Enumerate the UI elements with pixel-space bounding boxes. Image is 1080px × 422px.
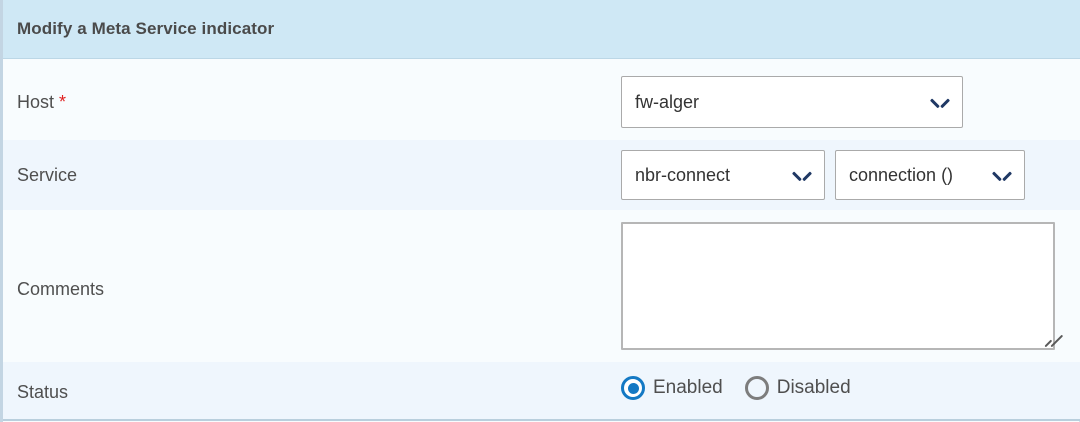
status-label: Status [17,382,69,402]
host-select-value: fw-alger [635,91,700,112]
service-select[interactable]: nbr-connect [621,150,825,200]
host-label: Host* [17,92,66,113]
service-select-value: nbr-connect [635,164,731,185]
radio-disabled-label: Disabled [776,377,851,398]
chevron-down-icon [994,170,1010,181]
radio-option-disabled[interactable]: Disabled [744,376,851,400]
metric-select[interactable]: connection () [835,150,1025,200]
page-title: Modify a Meta Service indicator [17,19,275,38]
radio-enabled-label: Enabled [653,377,723,398]
chevron-down-icon [794,170,810,181]
panel-header: Modify a Meta Service indicator [3,0,1080,59]
form-row-host: Host* fw-alger [3,59,1080,140]
metric-select-value: connection () [849,164,954,185]
form-row-comments: Comments [3,210,1080,362]
form-row-service: Service nbr-connect connection () [3,140,1080,210]
resize-grip-icon[interactable] [1036,331,1052,347]
host-label-text: Host [17,92,55,112]
service-label: Service [17,165,78,185]
host-select[interactable]: fw-alger [621,76,963,128]
comments-textarea[interactable] [621,222,1055,350]
radio-option-enabled[interactable]: Enabled [621,376,723,400]
radio-disabled-indicator[interactable] [744,376,769,400]
form-row-status: Status Enabled Disabled [3,362,1080,421]
comments-label: Comments [17,279,105,299]
status-radio-group: Enabled Disabled [621,376,851,400]
chevron-down-icon [932,97,948,108]
required-asterisk-host: * [59,92,67,112]
radio-enabled-indicator[interactable] [621,376,645,400]
